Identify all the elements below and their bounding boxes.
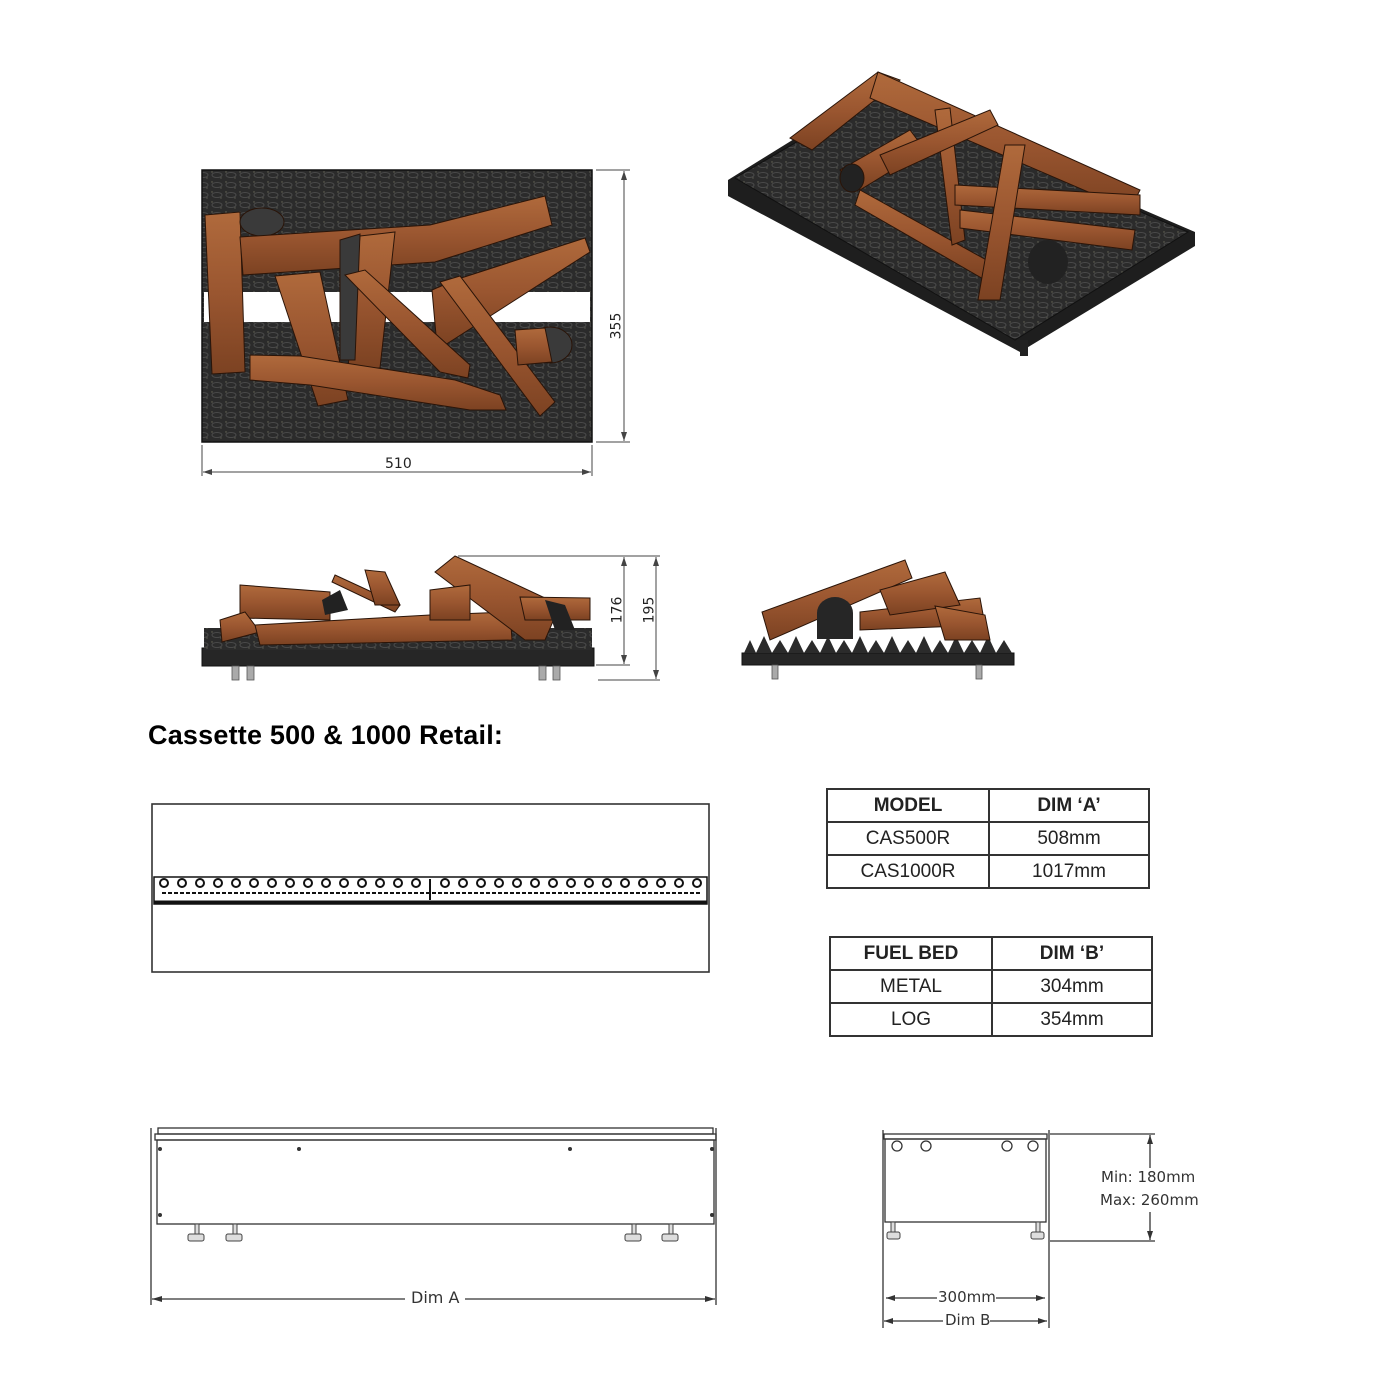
table-row: METAL 304mm: [829, 969, 1153, 1004]
width-300mm-label: 300mm: [938, 1288, 996, 1306]
table-row: LOG 354mm: [829, 1002, 1153, 1037]
table-row: CAS500R 508mm: [826, 821, 1150, 856]
model-cell: CAS1000R: [826, 854, 990, 889]
fuel-bed-cell: LOG: [829, 1002, 993, 1037]
fuel-bed-table-header-fuel-bed: FUEL BED: [829, 936, 993, 971]
top-view-width-label: 510: [385, 456, 412, 472]
dim-b-label: Dim B: [945, 1311, 991, 1329]
dim-a-cell: 508mm: [988, 821, 1150, 856]
min-height-label: Min: 180mm: [1101, 1168, 1196, 1186]
section-heading: Cassette 500 & 1000 Retail:: [148, 720, 504, 750]
model-table-header-dim-a: DIM ‘A’: [988, 788, 1150, 823]
max-height-label: Max: 260mm: [1100, 1191, 1199, 1209]
model-cell: CAS500R: [826, 821, 990, 856]
dim-b-cell: 354mm: [991, 1002, 1153, 1037]
table-row: CAS1000R 1017mm: [826, 854, 1150, 889]
fuel-bed-cell: METAL: [829, 969, 993, 1004]
fuel-bed-table-header-dim-b: DIM ‘B’: [991, 936, 1153, 971]
dim-a-label: Dim A: [411, 1288, 460, 1307]
dim-b-cell: 304mm: [991, 969, 1153, 1004]
dim-a-cell: 1017mm: [988, 854, 1150, 889]
model-dimension-table: MODEL DIM ‘A’ CAS500R 508mm CAS1000R 101…: [826, 788, 1150, 889]
model-table-header-row: MODEL DIM ‘A’: [826, 788, 1150, 823]
fuel-bed-table-header-row: FUEL BED DIM ‘B’: [829, 936, 1153, 971]
model-table-header-model: MODEL: [826, 788, 990, 823]
fuel-bed-dimension-table: FUEL BED DIM ‘B’ METAL 304mm LOG 354mm: [829, 936, 1153, 1037]
